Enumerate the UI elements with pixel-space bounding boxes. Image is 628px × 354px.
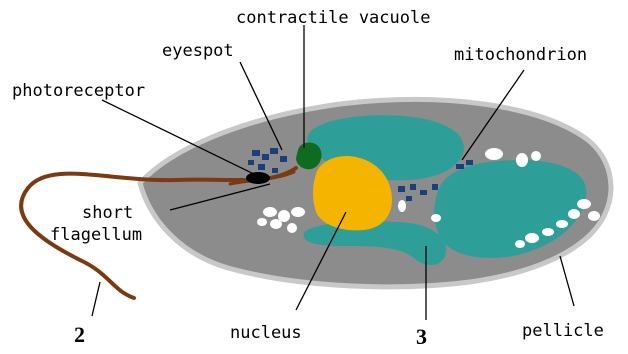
- label-short: short: [82, 203, 133, 223]
- label-eyespot: eyespot: [162, 41, 234, 61]
- label-photoreceptor: photoreceptor: [12, 81, 145, 101]
- label-flagellum: flagellum: [50, 225, 142, 245]
- label-nucleus: nucleus: [230, 323, 302, 343]
- label-mitochondrion: mitochondrion: [454, 45, 587, 65]
- eyespot: [246, 172, 270, 184]
- label-contractile-vacuole: contractile vacuole: [236, 8, 430, 28]
- label-number-3: 3: [416, 324, 427, 349]
- label-pellicle: pellicle: [522, 321, 604, 341]
- leader-2: [92, 282, 100, 316]
- leader-pellicle: [560, 256, 574, 306]
- label-number-2: 2: [74, 322, 85, 347]
